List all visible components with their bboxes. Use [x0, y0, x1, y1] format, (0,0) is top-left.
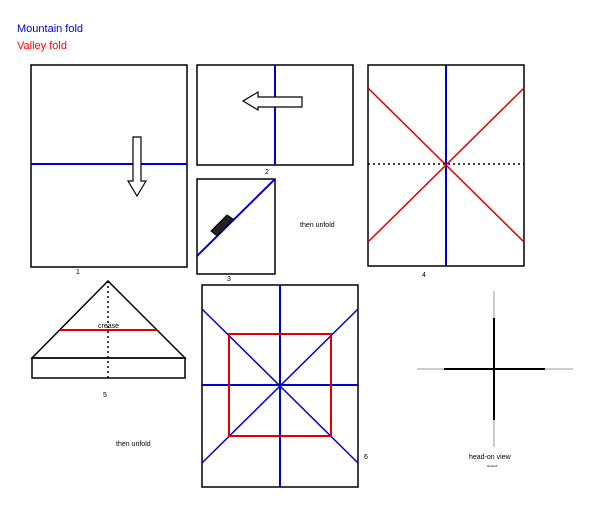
panel-4: 4	[367, 64, 525, 279]
legend-valley-fold: Valley fold	[17, 40, 67, 52]
down-arrow-icon	[126, 136, 148, 198]
step-number-3: 3	[227, 276, 231, 283]
step-number-5: 5	[103, 392, 107, 399]
head-on-view-label: head-on view	[469, 454, 512, 461]
step-number-4: 4	[422, 272, 426, 279]
mountain-fold-line	[196, 178, 276, 257]
panel-3: 3 then unfold	[196, 178, 335, 283]
panel-1: 1	[30, 64, 188, 276]
valley-fold-line	[367, 87, 525, 243]
panel-5: crease 5 then unfold	[30, 279, 187, 448]
legend-mountain-fold: Mountain fold	[17, 23, 84, 35]
paper-outline	[196, 178, 276, 275]
step-number-6: 6	[364, 454, 368, 461]
then-unfold-note: then unfold	[116, 441, 151, 448]
paper-outline	[30, 64, 188, 268]
left-arrow-icon	[241, 90, 303, 112]
step-number-1: 1	[76, 269, 80, 276]
paper-edge-icon	[210, 214, 234, 237]
tiny-caption: finished	[487, 464, 498, 468]
head-on-view: head-on view finished	[417, 291, 573, 468]
crease-label: crease	[98, 323, 119, 330]
valley-fold-square	[228, 333, 332, 437]
step-number-2: 2	[265, 169, 269, 176]
then-unfold-note: then unfold	[300, 222, 335, 229]
panel-6: 6	[201, 284, 368, 488]
panel-2: 2	[196, 64, 354, 176]
